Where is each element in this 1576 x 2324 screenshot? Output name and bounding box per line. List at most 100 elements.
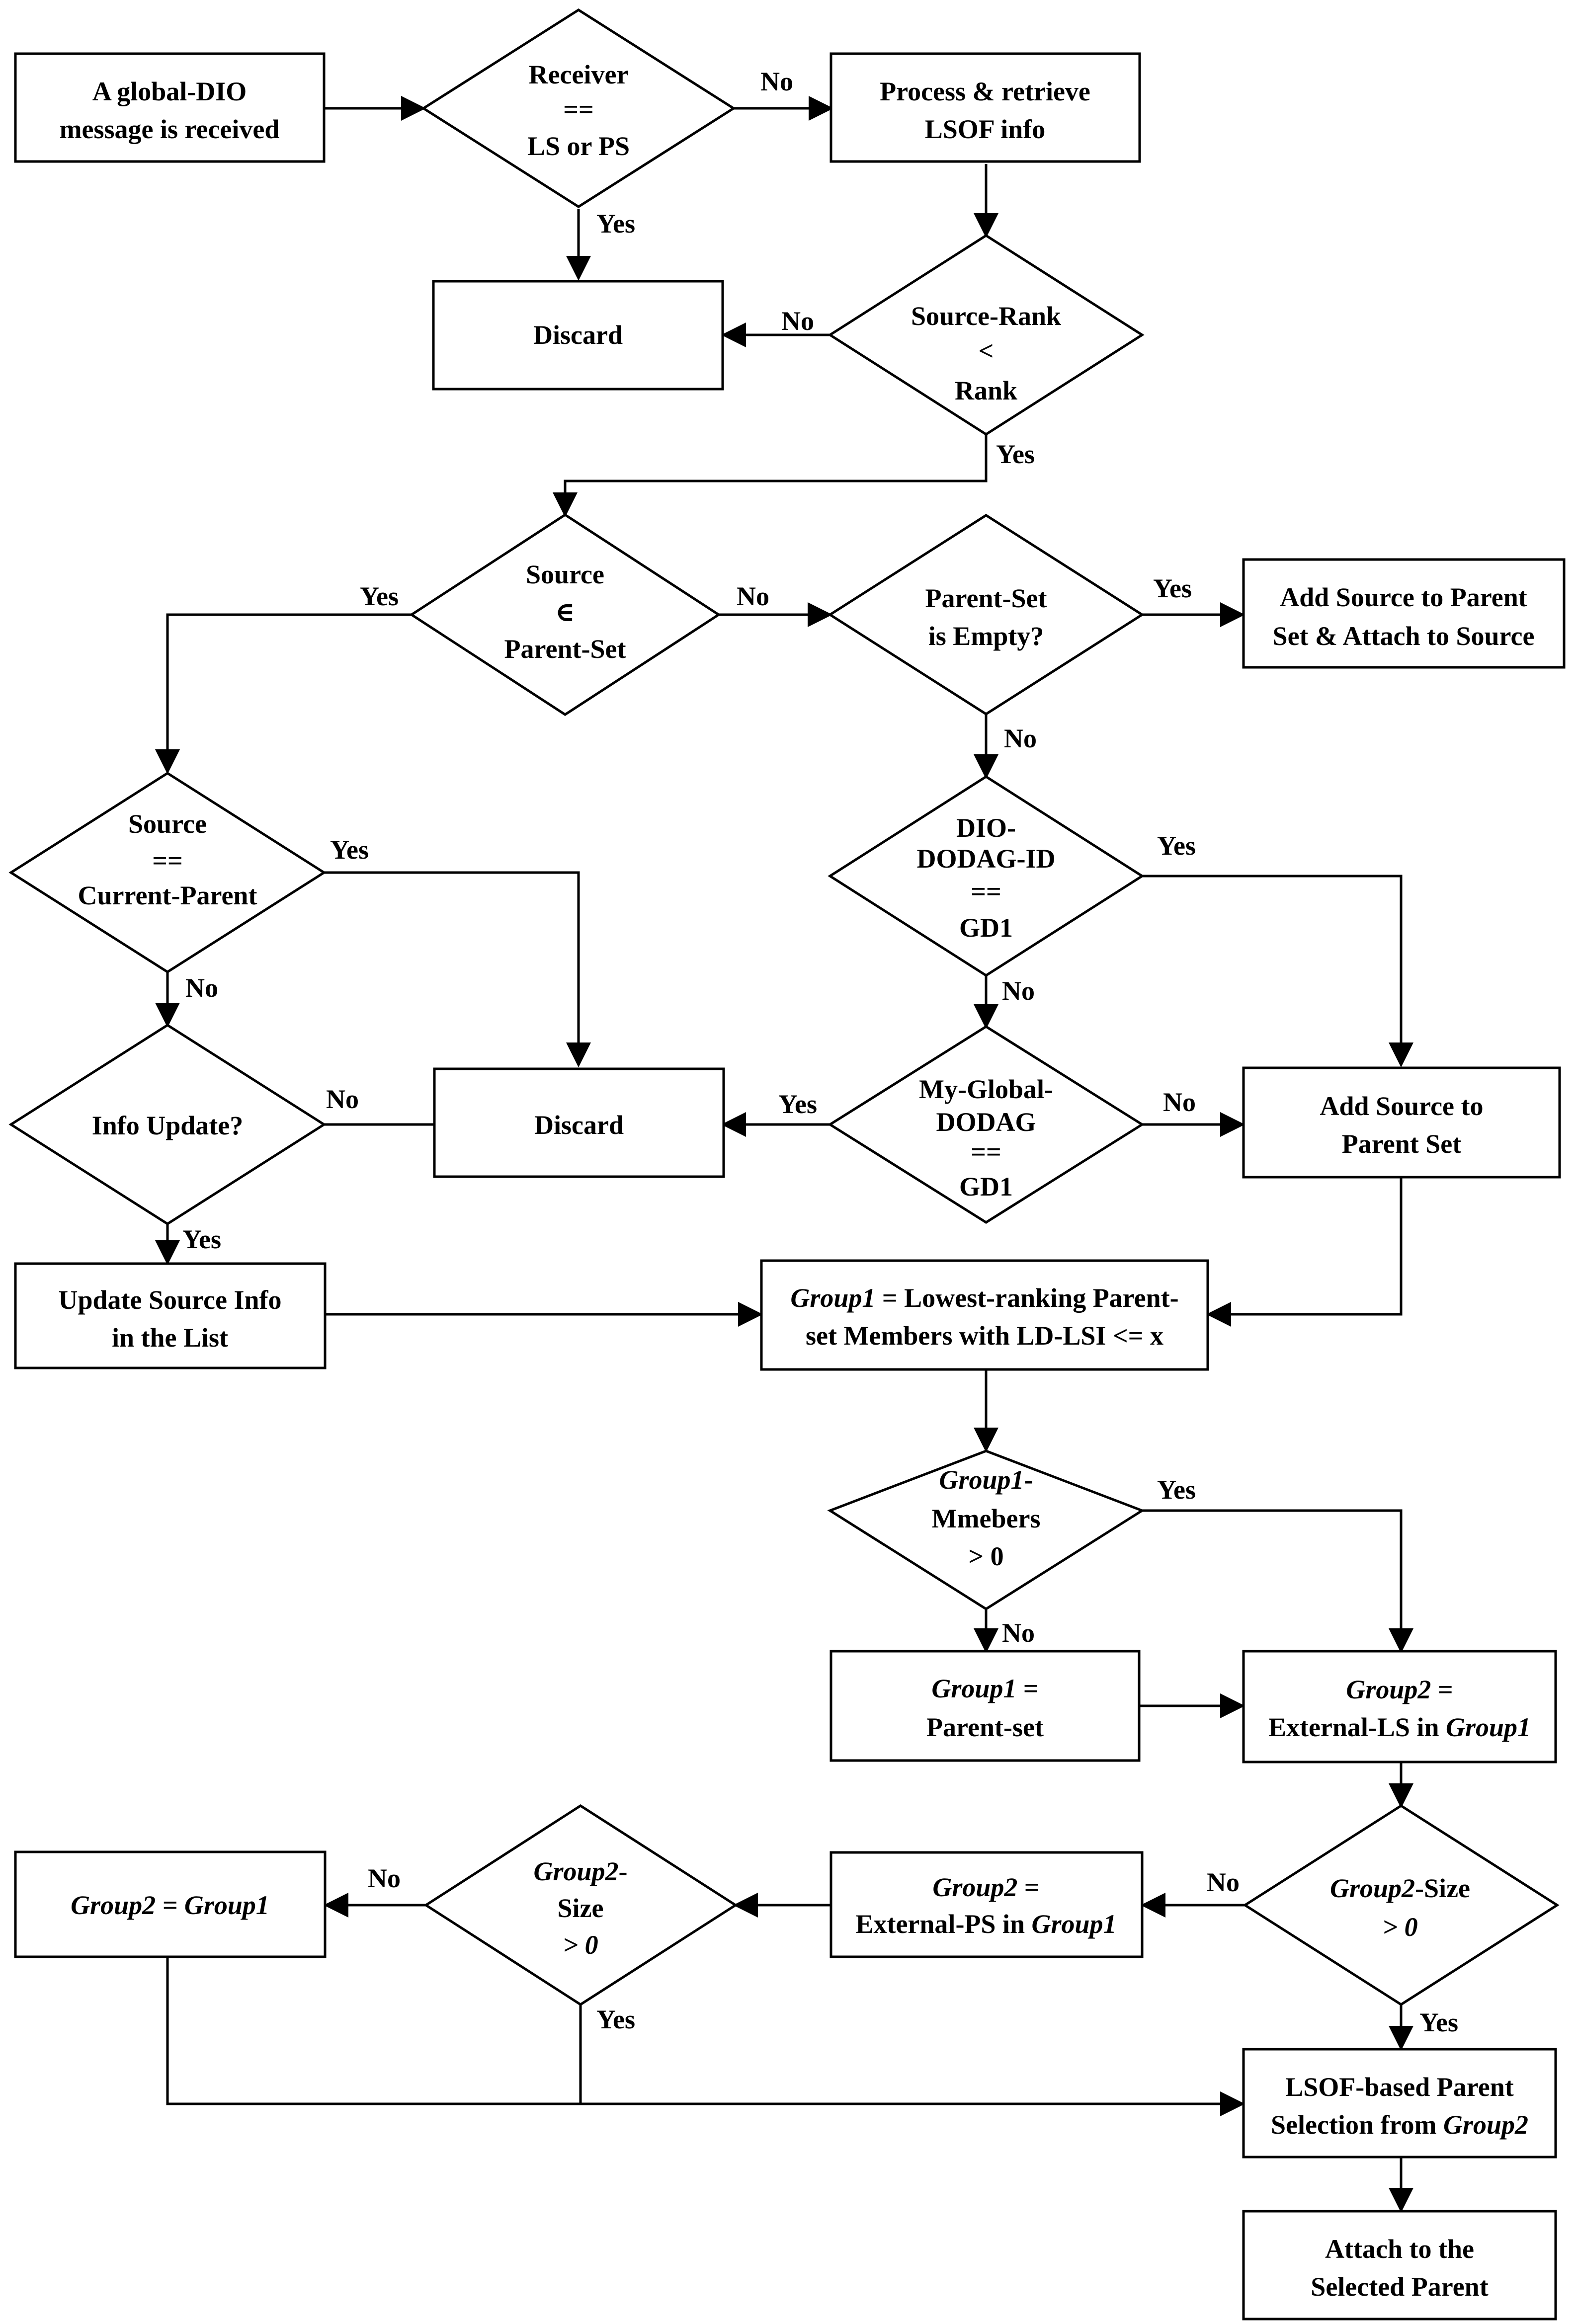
psempty-diamond	[828, 514, 1145, 716]
g1members-label-3: > 0	[968, 1541, 1003, 1571]
g1members-label-2: Mmebers	[932, 1504, 1041, 1533]
process-label: Process & retrieve	[880, 77, 1090, 106]
g1parent-box	[829, 1650, 1141, 1762]
receiver-diamond	[421, 8, 736, 208]
label-srccurrent-yes: Yes	[330, 835, 369, 865]
receiver-label-3: LS or PS	[527, 131, 630, 161]
g2sizeleft-label-2: Size	[558, 1893, 604, 1923]
attach-label-2: Selected Parent	[1311, 2272, 1488, 2302]
dioid-label-3: ==	[971, 877, 1001, 906]
label-infoupdate-yes: Yes	[182, 1224, 221, 1254]
g2sizeleft-diamond	[423, 1804, 738, 2006]
discard1-label: Discard	[533, 320, 623, 350]
label-srcparent-no: No	[737, 581, 769, 611]
srccurrent-label-3: Current-Parent	[78, 881, 257, 910]
receiver-label: Receiver	[529, 60, 629, 89]
g1parent-label: Group1 =	[931, 1674, 1038, 1703]
label-infoupdate-no: No	[326, 1084, 359, 1114]
addattach-label-2: Set & Attach to Source	[1273, 621, 1535, 651]
myglobal-label-4: GD1	[959, 1172, 1013, 1202]
process-box	[829, 52, 1141, 163]
g2extps-label-2: External-PS in Group1	[855, 1909, 1116, 1939]
dioid-label-4: GD1	[959, 913, 1013, 943]
start-label-2: message is received	[60, 114, 280, 144]
g2extls-label: Group2 =	[1346, 1675, 1453, 1704]
label-g1members-yes: Yes	[1157, 1475, 1196, 1505]
g2sizeleft-label-3: > 0	[563, 1930, 598, 1960]
label-g2sizeright-no: No	[1207, 1867, 1240, 1897]
srcparent-label-3: Parent-Set	[504, 634, 626, 664]
myglobal-label-3: ==	[971, 1137, 1001, 1167]
label-g2sizeleft-no: No	[368, 1863, 401, 1893]
addattach-label: Add Source to Parent	[1280, 582, 1527, 612]
g2extps-label: Group2 =	[932, 1872, 1039, 1902]
psempty-label-2: is Empty?	[928, 621, 1044, 651]
updateinfo-label-2: in the List	[112, 1323, 228, 1353]
updateinfo-label: Update Source Info	[58, 1285, 281, 1315]
infoupdate-diamond	[8, 1024, 327, 1225]
label-g2sizeleft-yes: Yes	[596, 2004, 635, 2034]
dioid-label-2: DODAG-ID	[917, 844, 1056, 874]
edge-srcrank-srcparent	[553, 434, 988, 517]
receiver-label-2: ==	[563, 94, 594, 124]
lsofsel-label-2: Selection from Group2	[1271, 2110, 1528, 2140]
myglobal-diamond	[828, 1025, 1145, 1224]
g2sizeleft-label: Group2-	[533, 1856, 627, 1886]
lsofsel-label: LSOF-based Parent	[1285, 2072, 1514, 2102]
srcrank-label-2: <	[979, 336, 994, 366]
label-dioid-no: No	[1002, 976, 1035, 1006]
dioid-label: DIO-	[956, 813, 1016, 843]
edge-srcparent-srccurrent	[155, 613, 412, 774]
srcparent-label: Source	[526, 560, 604, 589]
addsource-box	[1242, 1066, 1561, 1179]
label-receiver-no: No	[760, 67, 793, 96]
group1def-box	[760, 1259, 1209, 1371]
g2extls-box	[1242, 1650, 1557, 1763]
g1members-diamond	[827, 1449, 1145, 1610]
myglobal-label: My-Global-	[919, 1074, 1053, 1104]
srcparent-label-2: ∈	[555, 597, 575, 627]
label-g1members-no: No	[1002, 1618, 1035, 1648]
discard2-box	[433, 1067, 725, 1178]
label-srcrank-no: No	[781, 306, 814, 336]
edges	[155, 96, 1413, 2213]
attach-box	[1242, 2210, 1557, 2321]
label-psempty-no: No	[1004, 723, 1037, 753]
g2extps-box	[829, 1851, 1144, 1958]
edge-g2eqg1-lsofsel	[166, 1958, 1245, 2116]
edge-srccurrent-discard2	[324, 871, 591, 1067]
g2sizeright-label-2: > 0	[1382, 1912, 1417, 1942]
discard2-label: Discard	[534, 1110, 624, 1140]
label-g2sizeright-yes: Yes	[1419, 2007, 1458, 2037]
start-box	[14, 52, 326, 163]
label-dioid-yes: Yes	[1157, 831, 1196, 861]
g1members-label: Group1-	[939, 1465, 1033, 1495]
group1def-label-2: set Members with LD-LSI <= x	[806, 1321, 1163, 1351]
attach-label: Attach to the	[1325, 2234, 1474, 2264]
lsofsel-box	[1242, 2048, 1557, 2159]
srcparent-diamond	[409, 513, 721, 716]
psempty-label: Parent-Set	[925, 583, 1047, 613]
label-psempty-yes: Yes	[1153, 573, 1192, 603]
srccurrent-label: Source	[128, 809, 207, 839]
g2extls-label-2: External-LS in Group1	[1268, 1712, 1531, 1742]
srcrank-diamond	[828, 234, 1145, 436]
label-myglobal-yes: Yes	[778, 1089, 817, 1119]
edge-dioid-addsource	[1142, 875, 1413, 1067]
node-labels: A global-DIO message is received Receive…	[58, 60, 1534, 2302]
dioid-diamond	[828, 775, 1145, 977]
infoupdate-label: Info Update?	[92, 1111, 244, 1140]
label-srcparent-yes: Yes	[360, 581, 399, 611]
label-myglobal-no: No	[1163, 1087, 1196, 1117]
edge-addsource-group1def	[1206, 1178, 1403, 1327]
myglobal-label-2: DODAG	[936, 1107, 1036, 1137]
srcrank-label: Source-Rank	[911, 301, 1061, 331]
srccurrent-label-2: ==	[152, 846, 183, 876]
g2sizeright-label: Group2-Size	[1330, 1873, 1470, 1903]
start-label: A global-DIO	[92, 77, 247, 106]
edge-g1members-g2extls	[1142, 1509, 1413, 1653]
process-label-2: LSOF info	[925, 114, 1046, 144]
g2eqg1-label: Group2 = Group1	[71, 1890, 269, 1920]
label-receiver-yes: Yes	[596, 209, 635, 239]
discard1-box	[432, 280, 724, 391]
